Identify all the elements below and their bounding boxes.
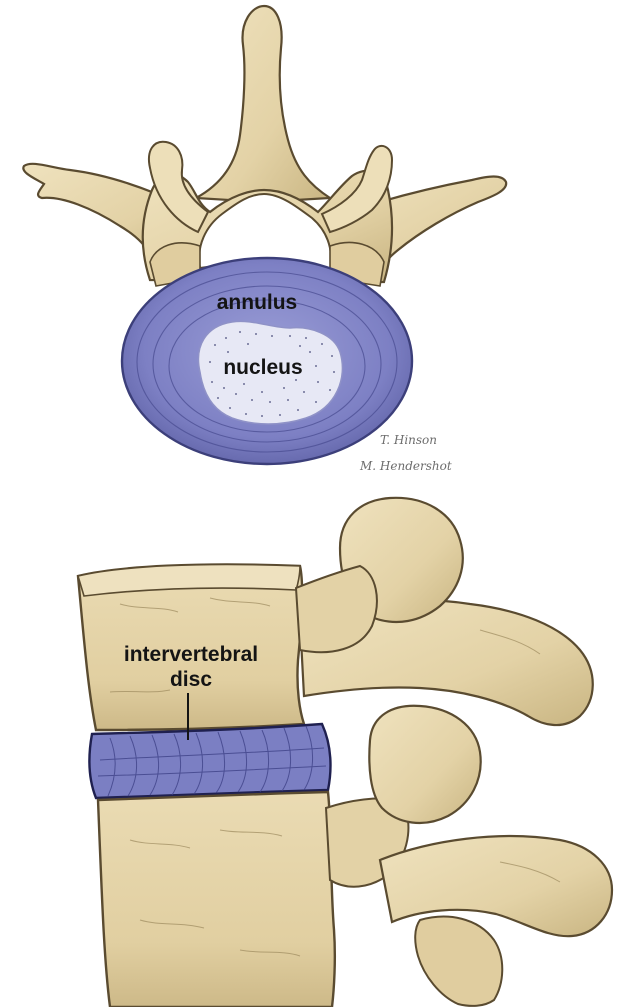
lower-inferior-process bbox=[415, 917, 502, 1006]
signature-line-1: T. Hinson bbox=[380, 433, 437, 447]
nucleus-label: nucleus bbox=[223, 356, 302, 379]
spinous-process bbox=[196, 6, 330, 202]
vertebra-top-view: annulus nucleus T. Hinson M. Hendershot bbox=[23, 6, 506, 473]
signature-line-2: M. Hendershot bbox=[359, 459, 452, 473]
lower-spinous-process bbox=[380, 836, 612, 936]
annulus-label: annulus bbox=[217, 291, 298, 314]
intervertebral-label: intervertebral bbox=[124, 643, 258, 666]
disc-label: disc bbox=[170, 668, 212, 691]
intervertebral-disc bbox=[89, 724, 330, 798]
artist-signature: T. Hinson M. Hendershot bbox=[359, 433, 452, 473]
lower-articular-process bbox=[369, 706, 480, 823]
vertebrae-side-view: intervertebral disc bbox=[78, 498, 612, 1007]
lower-vertebral-body bbox=[98, 792, 335, 1007]
